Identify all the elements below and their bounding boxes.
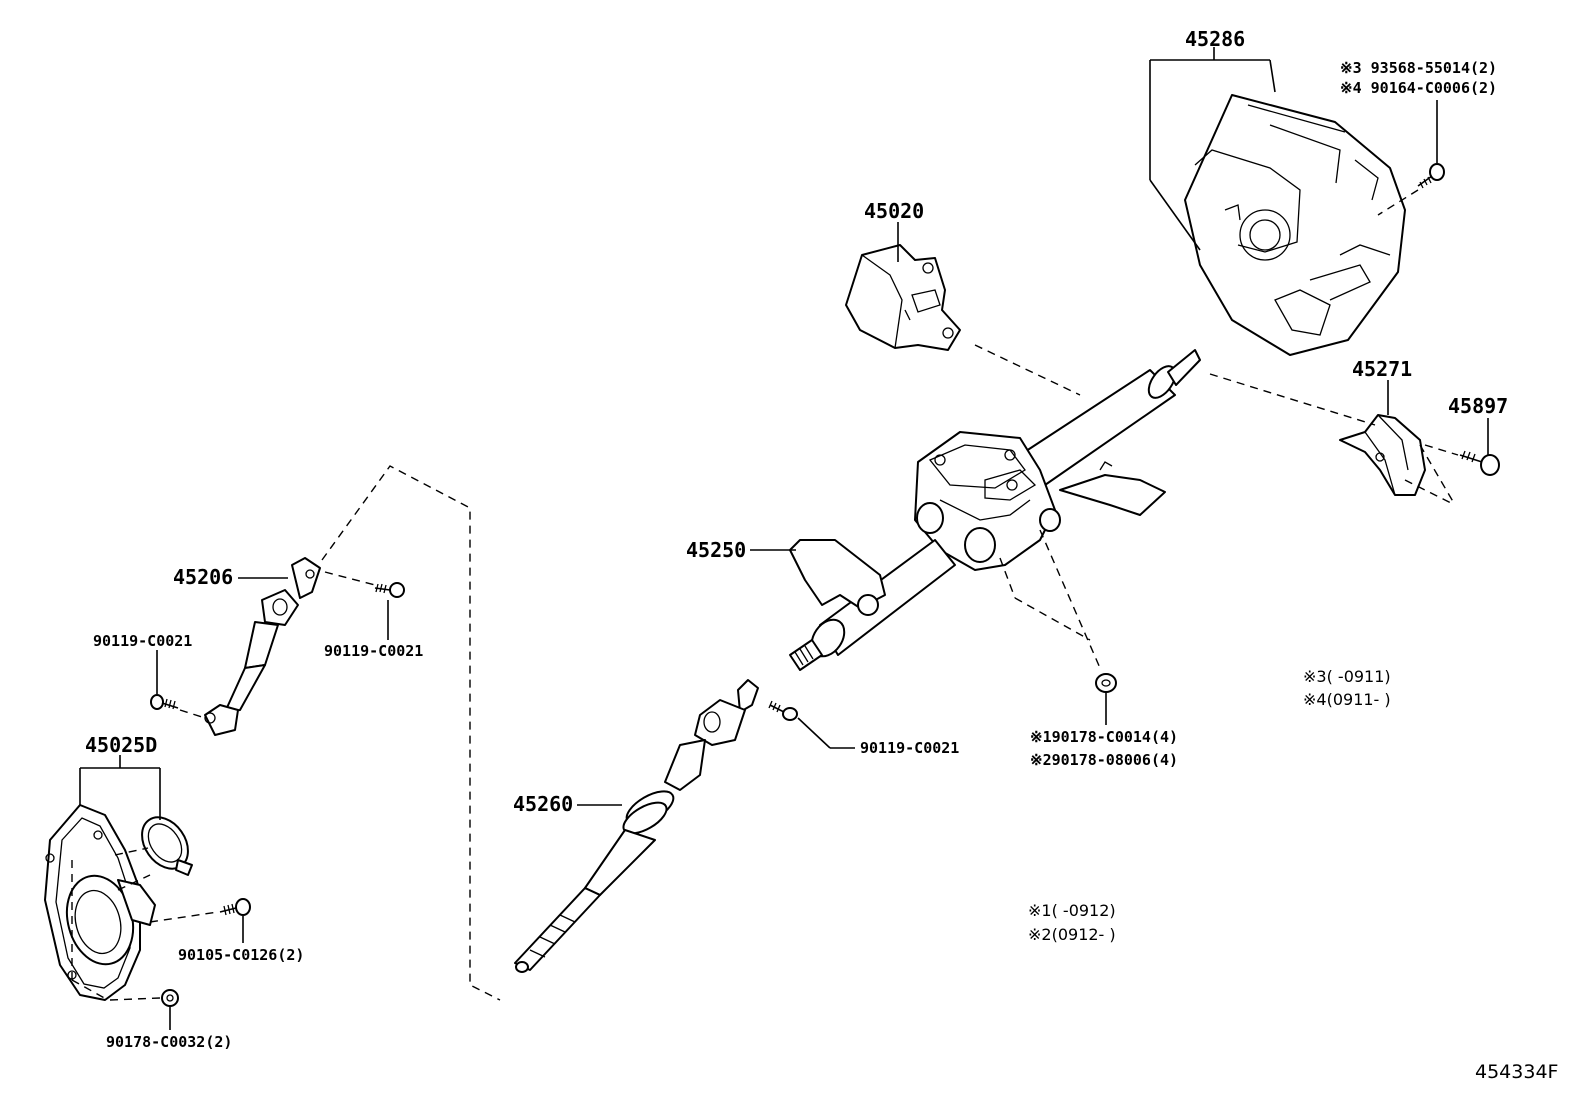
label-45260: 45260 [513, 792, 573, 816]
steering-column-part [789, 349, 1201, 671]
clamp-ring-part [141, 816, 193, 876]
label-90178-C0032: 90178-C0032(2) [106, 1033, 232, 1051]
bolt-90119-right-part [768, 700, 798, 721]
label-45271: 45271 [1352, 357, 1412, 381]
figure-id: 454334F [1475, 1061, 1558, 1083]
label-90178-C0014: ※190178-C0014(4) [1030, 728, 1178, 746]
bolt-45897-part [1459, 450, 1500, 476]
label-93568-55014: ※3 93568-55014(2) [1340, 59, 1497, 77]
label-45025D: 45025D [85, 733, 157, 757]
note-4-range: ※4(0911- ) [1303, 690, 1391, 709]
screw-93568-part [1417, 163, 1445, 189]
nut-90178-C0014-part [1095, 673, 1117, 693]
label-45206: 45206 [173, 565, 233, 589]
label-45250: 45250 [686, 538, 746, 562]
bracket-45271-part [1339, 414, 1426, 496]
intermediate-shaft-part [514, 679, 759, 973]
note-1-range: ※1( -0912) [1028, 901, 1116, 920]
note-2-range: ※2(0912- ) [1028, 925, 1116, 944]
lock-housing-part [845, 244, 961, 351]
label-90119-C0021-left: 90119-C0021 [93, 632, 192, 650]
sliding-joint-part [204, 557, 321, 736]
note-3-range: ※3( -0911) [1303, 667, 1391, 686]
nut-90178-C0032-part [161, 989, 179, 1007]
label-90105-C0126: 90105-C0126(2) [178, 946, 304, 964]
label-45897: 45897 [1448, 394, 1508, 418]
label-90119-C0021-right: 90119-C0021 [860, 739, 959, 757]
label-45020: 45020 [864, 199, 924, 223]
label-90119-C0021-upper: 90119-C0021 [324, 642, 423, 660]
bolt-90119-upper-part [374, 582, 405, 598]
label-90164-C0006: ※4 90164-C0006(2) [1340, 79, 1497, 97]
bolt-90119-left-part [150, 694, 179, 710]
label-45286: 45286 [1185, 27, 1245, 51]
bolt-90105-part [219, 898, 251, 916]
column-cover-part [1184, 94, 1406, 356]
label-90178-08006: ※290178-08006(4) [1030, 751, 1178, 769]
boot-cover-part [44, 804, 156, 1001]
